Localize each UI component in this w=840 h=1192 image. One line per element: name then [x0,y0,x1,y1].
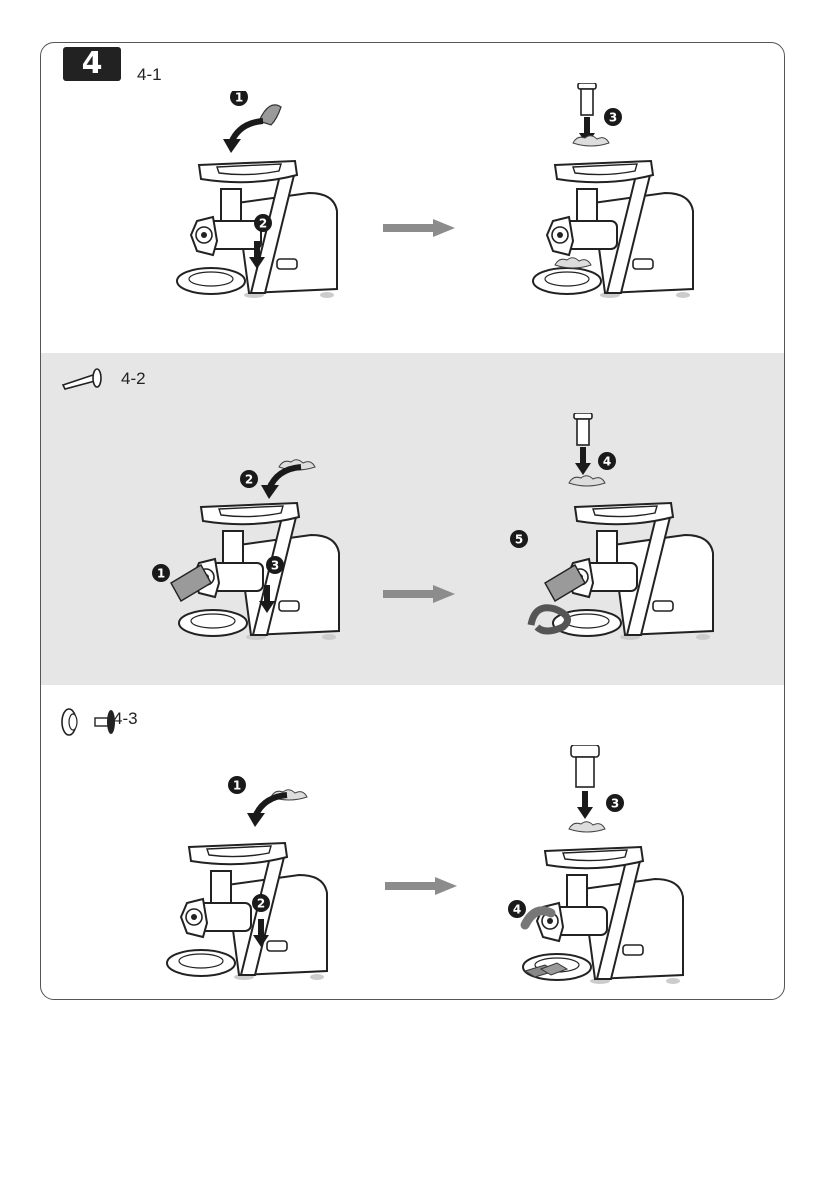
svg-text:3: 3 [611,797,619,811]
grinder-before-illustration: 1 2 [159,91,359,301]
section-label: 4-3 [113,709,138,729]
section-4-3: 4-3 1 2 [41,685,784,999]
callout-2: 2 [240,470,258,488]
svg-text:2: 2 [259,217,267,231]
svg-text:3: 3 [271,559,279,573]
callout-4: 4 [508,900,526,918]
kebbe-after-illustration: 3 4 [495,745,725,995]
next-step-arrow-icon [383,219,457,239]
svg-text:4: 4 [513,903,521,917]
callout-1: 1 [228,776,246,794]
callout-3: 3 [266,556,284,574]
callout-1: 1 [152,564,170,582]
svg-text:4: 4 [603,455,611,469]
section-4-1: 4 4-1 1 2 [41,43,784,353]
svg-text:1: 1 [235,91,243,105]
instruction-frame: 4 4-1 1 2 [40,42,785,1000]
kebbe-before-illustration: 1 2 [141,755,361,985]
sausage-nozzle-icon [59,367,107,393]
callout-2: 2 [254,214,272,232]
callout-4: 4 [598,452,616,470]
next-step-arrow-icon [385,877,459,897]
section-label: 4-1 [137,65,162,85]
callout-3: 3 [606,794,624,812]
step-number-badge: 4 [63,47,121,81]
section-4-2: 4-2 1 2 3 [41,353,784,685]
kebbe-attachment-icon [59,705,121,739]
callout-3: 3 [604,108,622,126]
svg-text:1: 1 [233,779,241,793]
callout-2: 2 [252,894,270,912]
grinder-after-illustration: 3 [515,83,715,303]
svg-text:5: 5 [515,533,523,547]
section-label: 4-2 [121,369,146,389]
sausage-after-illustration: 4 5 [491,413,731,653]
callout-5: 5 [510,530,528,548]
next-step-arrow-icon [383,585,457,605]
svg-text:2: 2 [245,473,253,487]
svg-text:1: 1 [157,567,165,581]
callout-1: 1 [230,91,248,106]
svg-text:3: 3 [609,111,617,125]
sausage-before-illustration: 1 2 3 [131,425,371,655]
svg-text:2: 2 [257,897,265,911]
